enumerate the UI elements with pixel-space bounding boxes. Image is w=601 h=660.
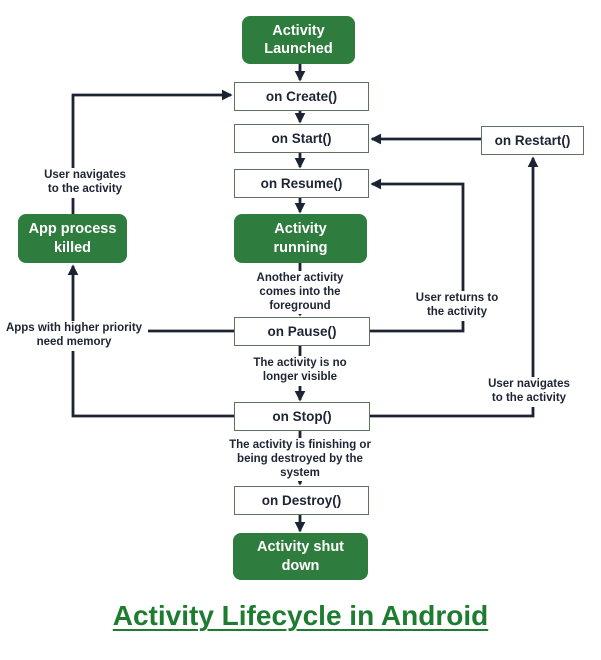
node-activity-launched: Activity Launched (242, 16, 355, 64)
connector-pause-to-resume (370, 178, 465, 333)
node-on-create: on Create() (234, 82, 369, 111)
node-on-resume: on Resume() (234, 169, 369, 198)
label-apps-higher-priority: Apps with higher priority need memory (0, 321, 148, 351)
label-activity-finishing: The activity is finishing or being destr… (216, 438, 384, 482)
node-on-destroy: on Destroy() (234, 486, 369, 515)
node-activity-running-label: Activity running (273, 221, 328, 256)
node-activity-shut-down-label: Activity shut down (256, 539, 344, 574)
label-user-navigates-right: User navigates to the activity (483, 377, 575, 407)
node-activity-running: Activity running (234, 214, 367, 263)
connector-stop-to-restart (370, 156, 539, 418)
node-activity-shut-down: Activity shut down (233, 533, 368, 580)
node-app-process-killed-label: App process killed (28, 221, 117, 256)
node-app-process-killed: App process killed (18, 214, 127, 263)
node-on-stop: on Stop() (234, 402, 370, 431)
label-user-returns: User returns to the activity (411, 291, 503, 321)
connector-stop-to-killed (67, 264, 234, 418)
label-user-navigates-left: User navigates to the activity (39, 168, 131, 198)
node-on-start: on Start() (234, 124, 369, 153)
label-no-longer-visible: The activity is no longer visible (250, 356, 350, 386)
node-activity-launched-label: Activity Launched (264, 22, 333, 57)
node-on-pause: on Pause() (234, 317, 370, 346)
node-on-restart: on Restart() (481, 126, 584, 155)
page-title: Activity Lifecycle in Android (112, 600, 489, 631)
label-another-activity-foreground: Another activity comes into the foregrou… (235, 271, 365, 315)
